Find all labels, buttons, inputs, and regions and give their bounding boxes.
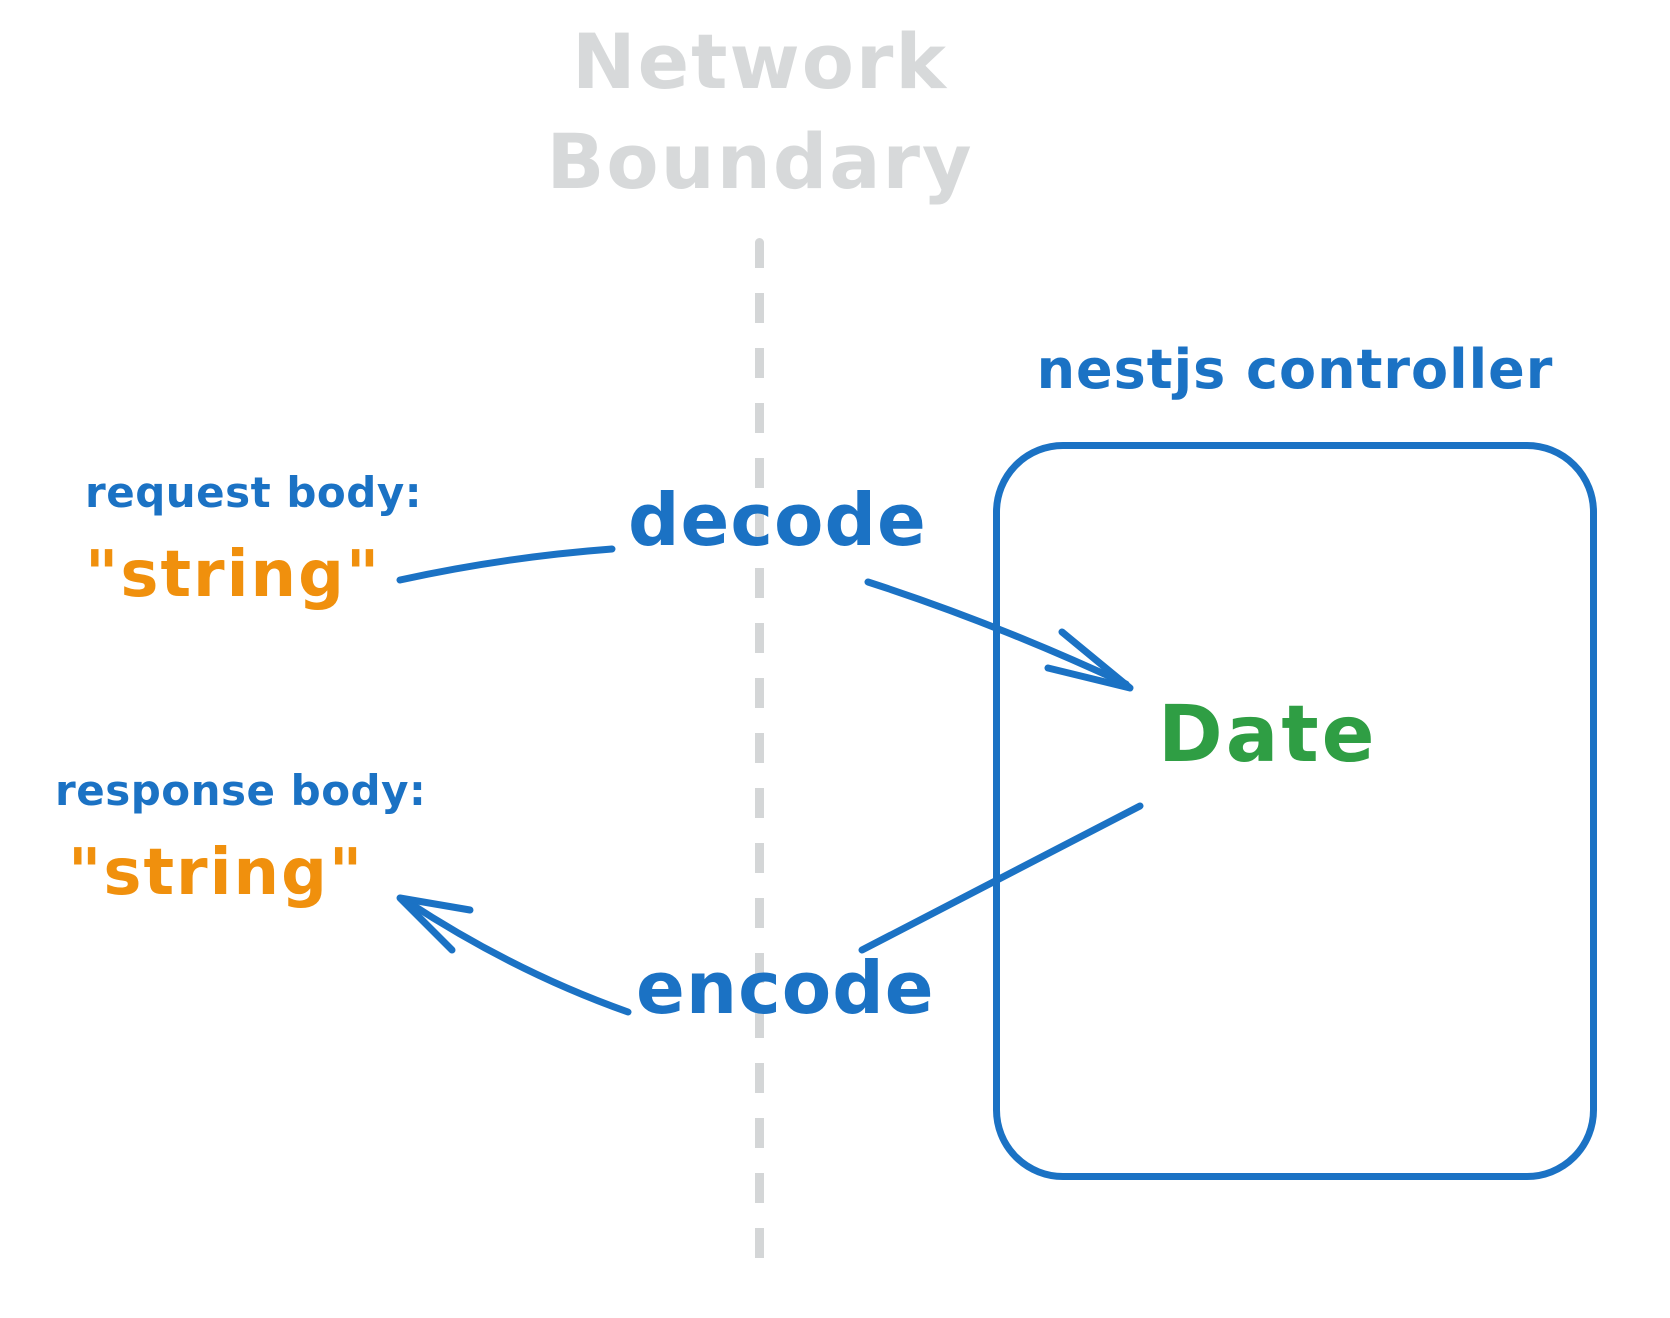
- request-body-value: "string": [85, 538, 382, 612]
- network-boundary-line2: Boundary: [546, 117, 974, 207]
- network-boundary-title: Network Boundary: [420, 12, 1100, 213]
- date-type-label: Date: [1158, 690, 1378, 780]
- controller-box-title: nestjs controller: [1036, 338, 1554, 401]
- encode-to-string-arrowhead: [396, 894, 474, 954]
- response-body-label: response body:: [55, 766, 427, 815]
- encode-to-string-arrow-shaft: [404, 898, 632, 1016]
- request-string-to-decode-line: [396, 545, 616, 584]
- nestjs-controller-box: [993, 442, 1597, 1180]
- encode-label: encode: [636, 946, 935, 1030]
- decode-label: decode: [628, 478, 927, 562]
- request-body-label: request body:: [85, 468, 423, 517]
- response-body-value: "string": [68, 836, 365, 910]
- network-boundary-dashed-line: [755, 238, 764, 1278]
- network-boundary-line1: Network: [572, 17, 948, 106]
